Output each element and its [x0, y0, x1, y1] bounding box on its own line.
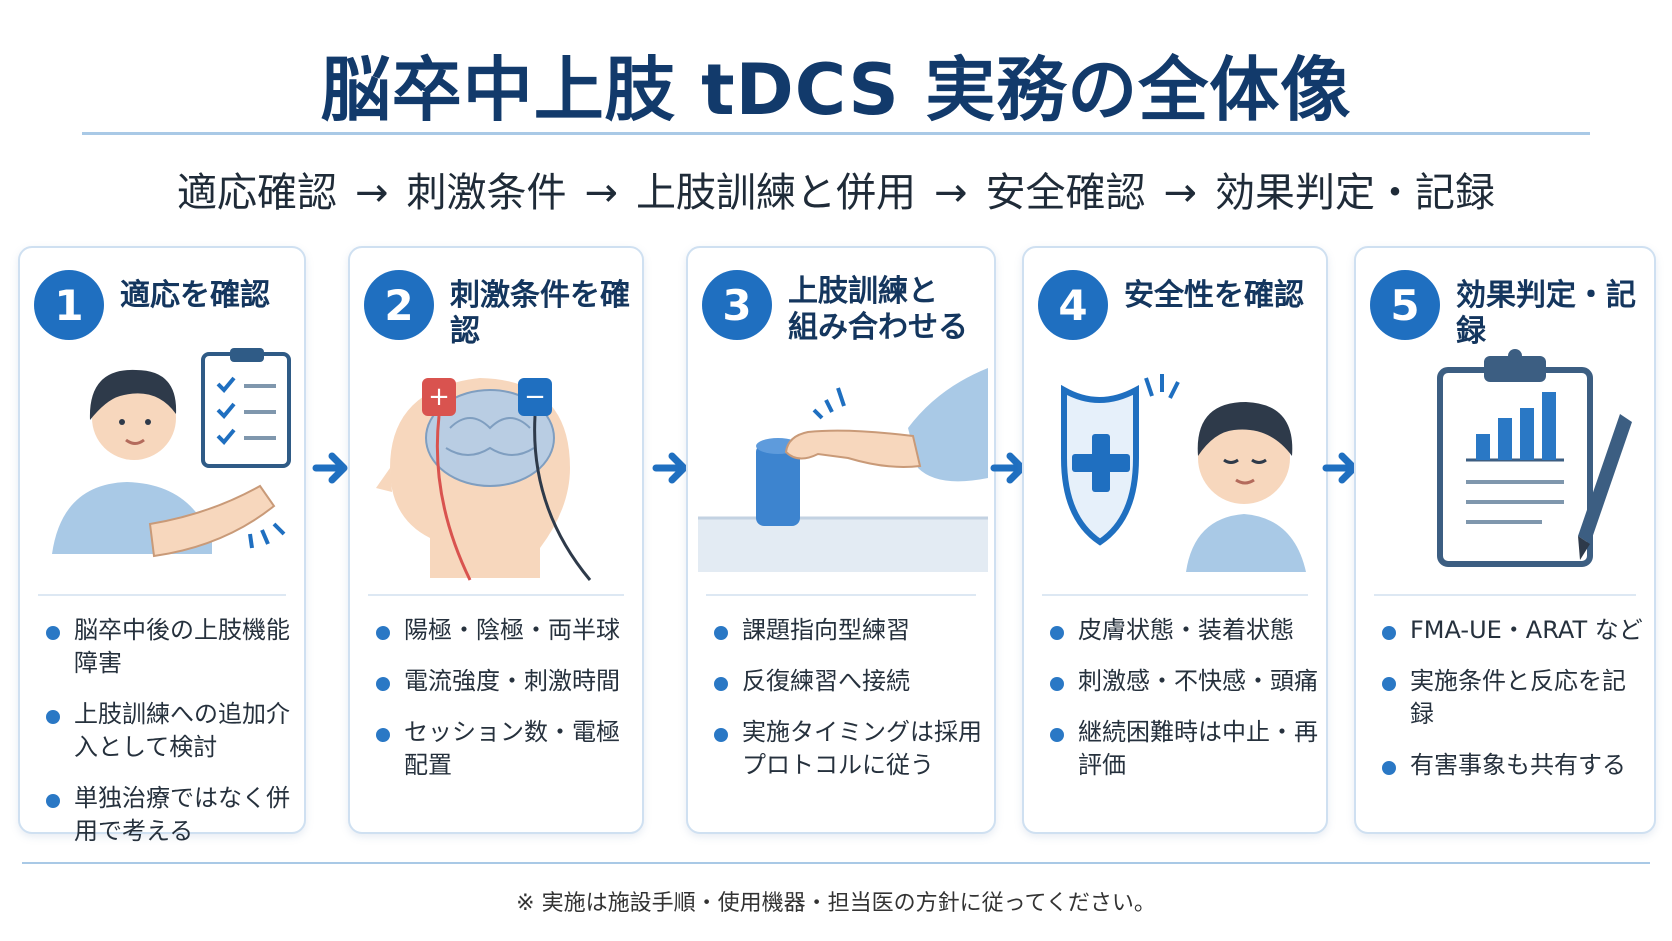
bullet-list-4: 皮膚状態・装着状態 刺激感・不快感・頭痛 継続困難時は中止・再評価 [1046, 614, 1318, 800]
list-item: 継続困難時は中止・再評価 [1046, 716, 1318, 782]
list-item: 単独治療ではなく併用で考える [42, 782, 296, 848]
card-divider-3 [706, 594, 976, 596]
flow-step-5: 効果判定・記録 [1215, 170, 1496, 216]
flow-arrow-2: → [584, 170, 618, 216]
step-title-1: 適応を確認 [120, 278, 270, 313]
arrow-right-icon [312, 452, 348, 484]
card-divider-2 [368, 594, 624, 596]
step-title-5: 効果判定・記録 [1456, 278, 1636, 349]
step-badge-2: 2 [364, 270, 434, 340]
bullet-list-2: 陽極・陰極・両半球 電流強度・刺激時間 セッション数・電極配置 [372, 614, 634, 800]
footer-divider [22, 862, 1650, 864]
step-title-2: 刺激条件を確認 [450, 278, 630, 349]
step-card-2: 2 刺激条件を確認 + − 陽極・陰極・両半球 電流強度・刺激時間 セッション数… [348, 246, 644, 834]
list-item: FMA-UE・ARAT など [1378, 614, 1646, 647]
process-flow: 適応確認 → 刺激条件 → 上肢訓練と併用 → 安全確認 → 効果判定・記録 [0, 160, 1672, 218]
step-card-5: 5 効果判定・記録 FMA-UE・ARAT など 実施条件と反応を記録 有害事象… [1354, 246, 1656, 834]
list-item: 課題指向型練習 [710, 614, 986, 647]
step-card-4: 4 安全性を確認 皮膚状態・装着状態 刺激感・不快感・頭痛 継続困難時は中止・再… [1022, 246, 1328, 834]
title-divider [82, 132, 1590, 135]
card-divider-4 [1042, 594, 1308, 596]
list-item: 有害事象も共有する [1378, 749, 1646, 782]
bullet-list-1: 脳卒中後の上肢機能障害 上肢訓練への追加介入として検討 単独治療ではなく併用で考… [42, 614, 296, 866]
patient-checklist-icon [52, 348, 291, 558]
list-item: 刺激感・不快感・頭痛 [1046, 665, 1318, 698]
report-clipboard-icon [1437, 349, 1632, 567]
step-badge-3: 3 [702, 270, 772, 340]
flow-step-2: 刺激条件 [406, 170, 567, 216]
cathode-label: − [524, 382, 546, 412]
list-item: 上肢訓練への追加介入として検討 [42, 698, 296, 764]
footer-note: ※ 実施は施設手順・使用機器・担当医の方針に従ってください。 [516, 891, 1156, 916]
flow-arrow-4: → [1163, 170, 1198, 216]
step-title-3: 上肢訓練と 組み合わせる [788, 274, 968, 346]
step-badge-1: 1 [34, 270, 104, 340]
list-item: 反復練習へ接続 [710, 665, 986, 698]
step-badge-5: 5 [1370, 270, 1440, 340]
flow-arrow-1: → [354, 170, 389, 216]
step-title-4: 安全性を確認 [1124, 278, 1304, 313]
list-item: 脳卒中後の上肢機能障害 [42, 614, 296, 680]
list-item: 陽極・陰極・両半球 [372, 614, 634, 647]
list-item: 皮膚状態・装着状態 [1046, 614, 1318, 647]
list-item: 実施タイミングは採用プロトコルに従う [710, 716, 986, 782]
page-title: 脳卒中上肢 tDCS 実務の全体像 [320, 49, 1352, 131]
step-card-3: 3 上肢訓練と 組み合わせる 課題指向型練習 反復練習へ接続 実施タイミングは採… [686, 246, 996, 834]
step-title-3-line1: 上肢訓練と [788, 274, 938, 309]
flow-step-4: 安全確認 [985, 170, 1146, 216]
card-divider-1 [38, 594, 286, 596]
flow-step-3: 上肢訓練と併用 [636, 170, 916, 216]
list-item: 実施条件と反応を記録 [1378, 665, 1646, 731]
list-item: 電流強度・刺激時間 [372, 665, 634, 698]
bullet-list-5: FMA-UE・ARAT など 実施条件と反応を記録 有害事象も共有する [1378, 614, 1646, 800]
flow-step-1: 適応確認 [176, 170, 337, 216]
step-card-1: 1 適応を確認 脳卒中後の上肢機能障害 上肢訓練への追加介入として検討 単独治療… [18, 246, 306, 845]
card-divider-5 [1374, 594, 1636, 596]
step-badge-4: 4 [1038, 270, 1108, 340]
shield-safety-icon [1061, 374, 1306, 572]
bullet-list-3: 課題指向型練習 反復練習へ接続 実施タイミングは採用プロトコルに従う [710, 614, 986, 800]
list-item: セッション数・電極配置 [372, 716, 634, 782]
step-title-3-line2: 組み合わせる [788, 310, 968, 345]
arrow-right-icon [652, 452, 688, 484]
brain-electrode-icon: + − [376, 378, 592, 581]
anode-label: + [428, 382, 450, 412]
flow-arrow-3: → [934, 170, 968, 216]
arm-training-icon [698, 368, 988, 572]
